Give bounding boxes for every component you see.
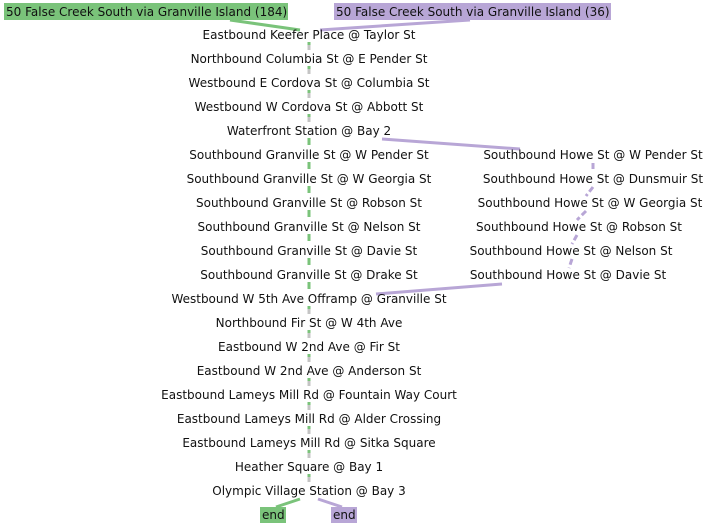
- stop-label: Eastbound Keefer Place @ Taylor St: [203, 28, 416, 42]
- stop-label: Northbound Fir St @ W 4th Ave: [216, 316, 403, 330]
- stop-label: Southbound Granville St @ Drake St: [200, 268, 418, 282]
- stop-label: Southbound Granville St @ W Georgia St: [187, 172, 432, 186]
- branch-stop-label: Southbound Howe St @ Davie St: [470, 268, 667, 282]
- route-b-branch-segment: [567, 258, 574, 269]
- route-b-end-connector: [317, 497, 343, 509]
- stop-label: Northbound Columbia St @ E Pender St: [191, 52, 428, 66]
- route-header-b-label: 50 False Creek South via Granville Islan…: [336, 5, 610, 19]
- route-a-end-connector: [275, 497, 301, 509]
- branch-stop-label: Southbound Howe St @ W Georgia St: [478, 196, 703, 210]
- stop-label: Eastbound Lameys Mill Rd @ Alder Crossin…: [177, 412, 441, 426]
- route-b-branch-return: [375, 282, 503, 296]
- stop-label: Southbound Granville St @ W Pender St: [189, 148, 429, 162]
- stop-label: Southbound Granville St @ Nelson St: [198, 220, 421, 234]
- route-header-a: 50 False Creek South via Granville Islan…: [4, 3, 288, 20]
- stop-label: Eastbound W 2nd Ave @ Fir St: [218, 340, 400, 354]
- stop-label: Olympic Village Station @ Bay 3: [212, 484, 405, 498]
- route-b-branch-segment: [584, 186, 595, 197]
- branch-stop-label: Southbound Howe St @ Dunsmuir St: [483, 172, 704, 186]
- branch-stop-list: Southbound Howe St @ W Pender St Southbo…: [470, 148, 704, 282]
- main-stop-list: Eastbound Keefer Place @ Taylor St North…: [161, 28, 457, 498]
- route-header-a-label: 50 False Creek South via Granville Islan…: [6, 5, 287, 19]
- route-end-a-label: end: [262, 508, 285, 522]
- stop-label: Westbound W Cordova St @ Abbott St: [195, 100, 424, 114]
- stop-label: Westbound W 5th Ave Offramp @ Granville …: [171, 292, 446, 306]
- route-end-b-box: [331, 507, 357, 523]
- stop-label: Westbound E Cordova St @ Columbia St: [189, 76, 430, 90]
- stop-label: Southbound Granville St @ Robson St: [196, 196, 422, 210]
- stop-label: Southbound Granville St @ Davie St: [201, 244, 418, 258]
- stop-label: Heather Square @ Bay 1: [235, 460, 383, 474]
- route-end-b-label: end: [333, 508, 356, 522]
- route-end-b: end: [331, 507, 357, 523]
- stop-label: Eastbound Lameys Mill Rd @ Fountain Way …: [161, 388, 457, 402]
- route-b-branch-segment: [575, 209, 588, 222]
- branch-stop-label: Southbound Howe St @ Nelson St: [470, 244, 673, 258]
- stop-label: Eastbound Lameys Mill Rd @ Sitka Square: [182, 436, 435, 450]
- stop-label: Eastbound W 2nd Ave @ Anderson St: [197, 364, 422, 378]
- route-end-a: end: [260, 507, 286, 523]
- route-header-a-box: [4, 3, 288, 20]
- route-b-branch-segment: [570, 234, 579, 245]
- route-b-branch-out: [381, 137, 521, 151]
- route-edges: [229, 18, 595, 509]
- route-a-header-connector: [229, 18, 301, 32]
- route-end-a-box: [260, 507, 286, 523]
- route-header-b-box: [334, 3, 611, 20]
- route-header-b: 50 False Creek South via Granville Islan…: [334, 3, 611, 20]
- route-b-header-connector: [319, 18, 471, 32]
- stop-label: Waterfront Station @ Bay 2: [227, 124, 391, 138]
- branch-stop-label: Southbound Howe St @ Robson St: [476, 220, 682, 234]
- branch-stop-label: Southbound Howe St @ W Pender St: [483, 148, 703, 162]
